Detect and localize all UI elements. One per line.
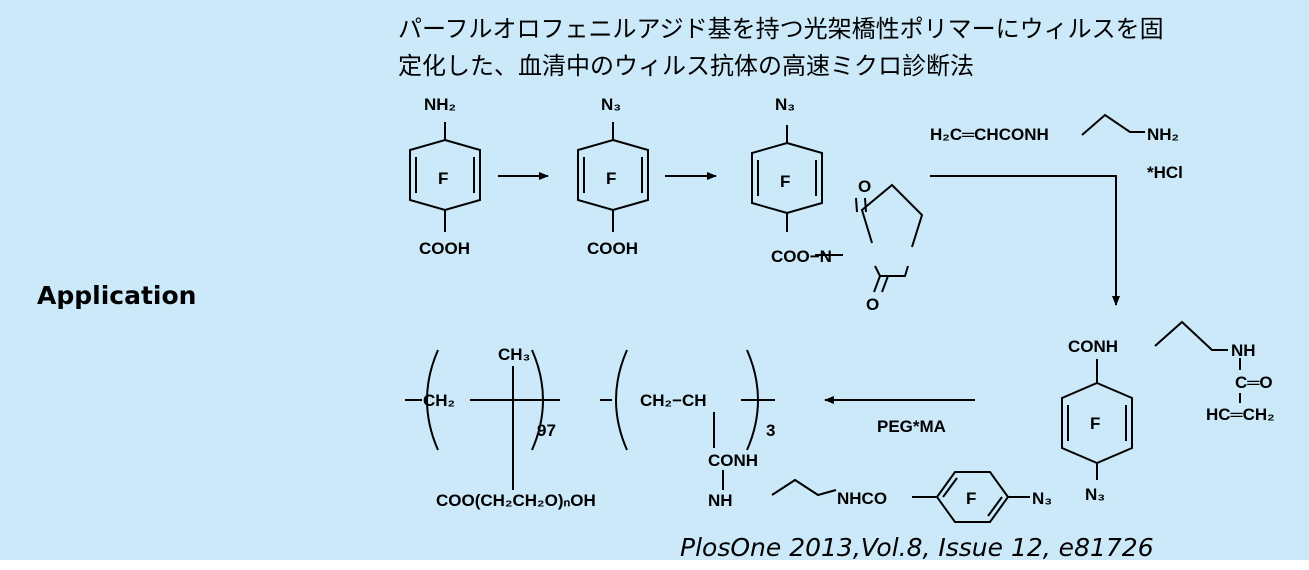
title-line-2: 定化した、血清中のウィルス抗体の高速ミクロ診断法 [398,52,974,80]
label-c-eq-o: C═O [1235,373,1273,392]
label-ch2: CH₂ [423,391,455,410]
label-nh2: NH₂ [424,95,456,114]
label-nh2-reagent: NH₂ [1147,125,1179,144]
label-ch3: CH₃ [498,345,530,364]
label-peg-ester: COO(CH₂CH₂O)ₙOH [436,491,596,510]
label-subscript-3: 3 [766,421,775,440]
arrow-step-3 [930,175,1120,306]
label-f-3: F [780,172,790,191]
side-label: Application [37,281,197,310]
label-n3-2: N₃ [775,95,795,114]
citation: PlosOne 2013,Vol.8, Issue 12, e81726 [680,533,1154,562]
label-n3-4: N₃ [1032,489,1052,508]
molecule-monomer [1061,320,1241,480]
label-cooh-2: COOH [587,239,638,258]
label-n3-1: N₃ [601,95,621,114]
label-f-1: F [438,169,448,188]
polymer-structure [405,349,1030,523]
succinimide-ring [860,183,924,248]
label-f-4: F [1090,414,1100,433]
label-n3-3: N₃ [1085,485,1105,504]
molecule-nhs-ester [751,125,924,293]
label-acryl: H₂C═CHCONH [930,125,1049,144]
label-hcl: *HCl [1147,163,1183,182]
label-subscript-97: 97 [537,421,556,440]
label-nhco: NHCO [837,489,887,508]
label-nh-1: NH [1231,341,1256,360]
molecule-azidobenzoic-acid [577,122,649,232]
label-peg-ma: PEG*MA [877,417,946,436]
molecule-aminobenzoic-acid [409,122,481,232]
label-ch2-ch: CH₂−CH [640,391,707,410]
acrylamide-amine-reagent [1081,113,1145,136]
label-cooh-1: COOH [419,239,470,258]
title-line-1: パーフルオロフェニルアジド基を持つ光架橋性ポリマーにウィルスを固 [398,15,1164,43]
label-coo-o-n: COO−N [771,247,832,266]
label-o-2: O [866,295,879,314]
label-f-5: F [966,489,976,508]
label-f-2: F [606,169,616,188]
label-conh-1: CONH [1068,337,1118,356]
label-nh-2: NH [708,491,733,510]
label-o-1: O [858,177,871,196]
label-conh-2: CONH [708,451,758,470]
label-hc-eq-ch2: HC═CH₂ [1206,405,1275,424]
